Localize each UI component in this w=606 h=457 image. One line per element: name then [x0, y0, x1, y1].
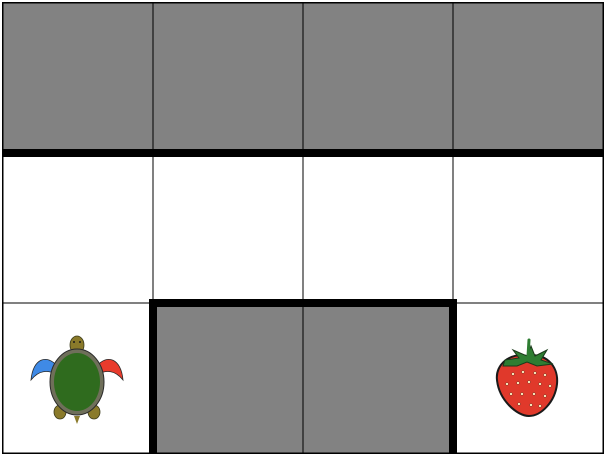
- cell-r0-c2[interactable]: [302, 2, 454, 154]
- strawberry-stem: [526, 338, 531, 358]
- strawberry-body: [495, 354, 559, 418]
- strawberry-seeds: [505, 370, 552, 408]
- cell-r1-c3[interactable]: [452, 152, 604, 304]
- turtle-icon[interactable]: [30, 335, 124, 424]
- cell-r1-c1[interactable]: [152, 152, 304, 304]
- wall-edge-bottom-block-right: [449, 299, 457, 453]
- cell-r2-c2[interactable]: [302, 302, 454, 454]
- strawberry-icon[interactable]: [495, 338, 559, 418]
- cell-r0-c3[interactable]: [452, 2, 604, 154]
- turtle-shell: [54, 353, 100, 411]
- wall-edge-top-row: [3, 149, 603, 157]
- cell-r0-c0[interactable]: [2, 2, 154, 154]
- cell-r2-c1[interactable]: [152, 302, 304, 454]
- cell-r1-c0[interactable]: [2, 152, 154, 304]
- cell-r0-c1[interactable]: [152, 2, 304, 154]
- cell-r1-c2[interactable]: [302, 152, 454, 304]
- wall-edge-bottom-block-left: [149, 299, 157, 453]
- turtle-tail: [74, 416, 80, 424]
- wall-edge-bottom-block-top: [149, 299, 457, 307]
